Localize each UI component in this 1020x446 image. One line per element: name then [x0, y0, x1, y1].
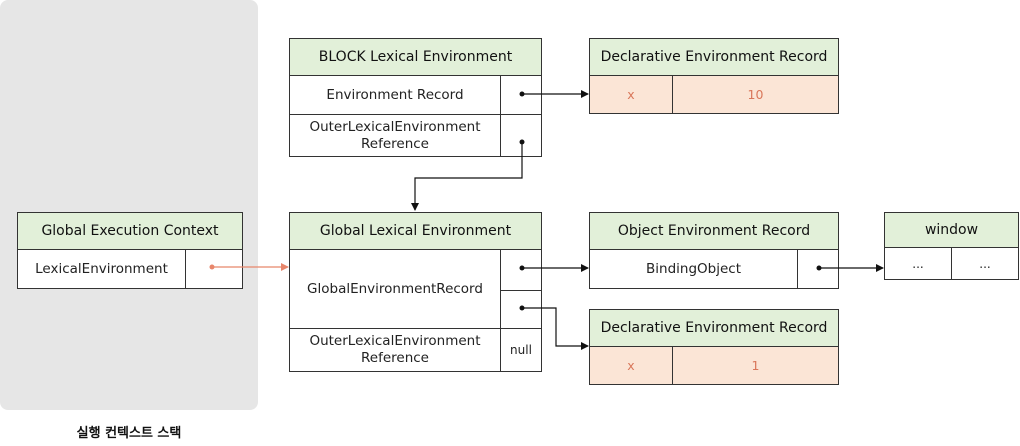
block-record-key: x — [590, 76, 672, 113]
global-lexical-environment-title: Global Lexical Environment — [290, 213, 541, 250]
object-environment-record-title: Object Environment Record — [590, 213, 838, 250]
global-declarative-record-title: Declarative Environment Record — [590, 310, 838, 347]
binding-object-field: BindingObject — [646, 260, 741, 277]
global-environment-record-field: GlobalEnvironmentRecord — [307, 280, 483, 297]
window-cell-1: ... — [912, 256, 924, 271]
stack-caption: 실행 컨텍스트 스택 — [76, 426, 182, 441]
window-object-box: window ... ... — [884, 212, 1019, 280]
block-outer-reference-field: OuterLexicalEnvironment Reference — [290, 114, 500, 156]
block-outer-reference-pointer — [500, 114, 541, 156]
block-environment-record-pointer — [500, 76, 541, 114]
global-execution-context-title: Global Execution Context — [18, 213, 242, 250]
block-declarative-record-title: Declarative Environment Record — [590, 39, 838, 76]
global-declarative-record-box: Declarative Environment Record x 1 — [589, 309, 839, 385]
block-lexical-environment-box: BLOCK Lexical Environment Environment Re… — [289, 38, 542, 157]
arrow-ec-to-global-lexenv — [209, 263, 289, 271]
execution-context-stack — [0, 0, 258, 410]
arrow-global-record-to-declarative-record — [519, 305, 589, 350]
declarative-record-pointer — [500, 290, 541, 328]
arrow-block-record-to-declarative — [519, 90, 589, 98]
global-record-value: 1 — [672, 347, 838, 384]
window-cell-2: ... — [951, 248, 1018, 279]
global-record-key: x — [590, 347, 672, 384]
block-declarative-record-box: Declarative Environment Record x 10 — [589, 38, 839, 114]
block-lexical-environment-title: BLOCK Lexical Environment — [290, 39, 541, 76]
binding-object-pointer — [797, 250, 838, 288]
lexical-environment-field: LexicalEnvironment — [35, 260, 168, 277]
object-environment-record-box: Object Environment Record BindingObject — [589, 212, 839, 289]
arrow-binding-object-to-window — [816, 264, 884, 272]
global-outer-reference-null: null — [500, 328, 541, 371]
arrow-block-outer-to-global-lexenv — [411, 139, 525, 211]
global-outer-reference-field: OuterLexicalEnvironment Reference — [290, 328, 500, 371]
block-record-value: 10 — [672, 76, 838, 113]
global-lexical-environment-box: Global Lexical Environment GlobalEnviron… — [289, 212, 542, 372]
lexical-environment-pointer — [185, 250, 242, 288]
window-object-title: window — [885, 213, 1018, 248]
arrow-global-record-to-object-record — [519, 264, 589, 272]
block-environment-record-field: Environment Record — [326, 86, 464, 103]
object-record-pointer — [500, 250, 541, 290]
global-execution-context-box: Global Execution Context LexicalEnvironm… — [17, 212, 243, 289]
